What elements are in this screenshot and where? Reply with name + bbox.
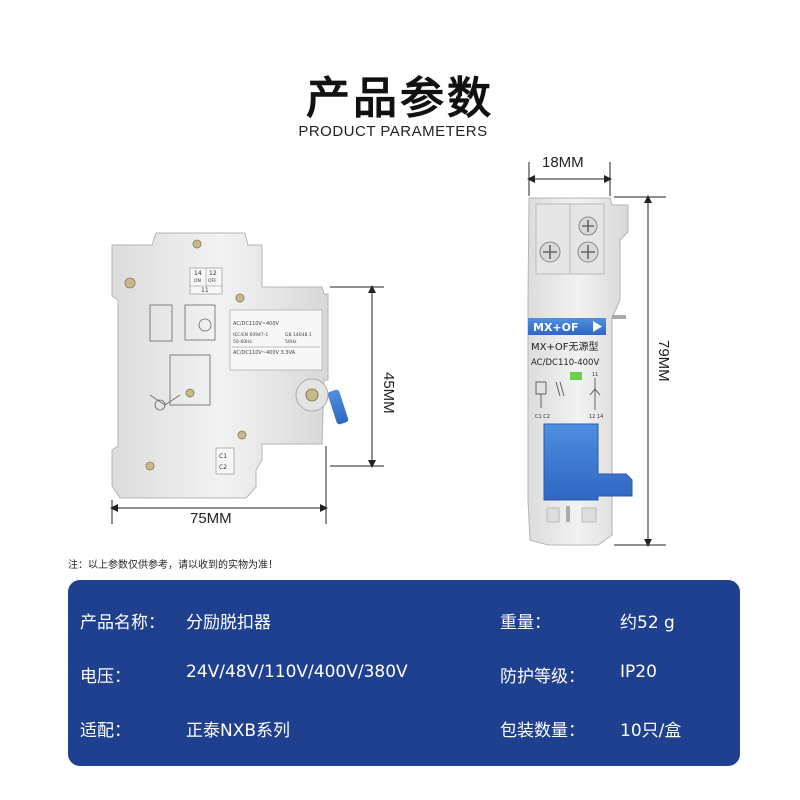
width-dimension xyxy=(110,446,328,524)
terminal-14: 14 xyxy=(194,270,202,277)
voltage-value: 24V/48V/110V/400V/380V xyxy=(186,662,408,682)
weight-value: 约52 g xyxy=(620,613,675,633)
side-label-line6: AC/DC110V~400V 3.3VA xyxy=(233,350,296,356)
name-value: 分励脱扣器 xyxy=(186,613,271,633)
terminal-c2: C2 xyxy=(219,464,227,471)
protection-value: IP20 xyxy=(620,662,657,682)
svg-text:C1 C2: C1 C2 xyxy=(535,414,550,420)
terminal-off: OFF xyxy=(208,278,217,284)
fit-value: 正泰NXB系列 xyxy=(186,721,291,741)
voltage-label: AC/DC110-400V xyxy=(531,358,599,368)
weight-label: 重量： xyxy=(500,613,551,633)
side-width-dim-label: 18MM xyxy=(542,154,584,171)
side-width-dimension xyxy=(527,162,612,196)
fit-label: 适配： xyxy=(80,721,131,741)
side-label-line1: AC/DC110V~400V xyxy=(233,321,280,327)
protection-label: 防护等级： xyxy=(500,667,585,687)
svg-text:11: 11 xyxy=(592,372,598,378)
page-subtitle: PRODUCT PARAMETERS xyxy=(298,123,488,140)
voltage-label: 电压： xyxy=(80,667,131,687)
height-dimension xyxy=(330,285,384,468)
disclaimer-note: 注：以上参数仅供参考，请以收到的实物为准！ xyxy=(68,560,278,571)
side-view-device: AC/DC110V~400V IEC/EN 60947-1 50-60Hz GB… xyxy=(111,232,349,499)
side-label-line4: GB 14048.1 xyxy=(285,332,312,338)
terminal-11: 11 xyxy=(201,287,209,294)
svg-text:12 14: 12 14 xyxy=(589,414,603,420)
side-label-line5: 50Hz xyxy=(285,339,297,345)
page-title: 产品参数 xyxy=(306,73,494,124)
height-dim-label: 45MM xyxy=(380,372,397,414)
model-label: MX+OF无源型 xyxy=(531,340,598,353)
name-label: 产品名称： xyxy=(80,613,165,633)
side-label-line2: IEC/EN 60947-1 xyxy=(233,332,268,338)
terminal-12: 12 xyxy=(209,270,217,277)
product-illustration: AC/DC110V~400V IEC/EN 60947-1 50-60Hz GB… xyxy=(110,162,666,547)
terminal-on: ON xyxy=(194,278,201,284)
terminal-c1: C1 xyxy=(219,453,227,460)
width-dim-label: 75MM xyxy=(190,510,232,527)
spec-panel: 产品名称： 分励脱扣器 重量： 约52 g 电压： 24V/48V/110V/4… xyxy=(68,580,740,766)
package-label: 包装数量： xyxy=(500,721,585,741)
side-height-dim-label: 79MM xyxy=(655,340,672,382)
side-label-line3: 50-60Hz xyxy=(233,339,252,345)
package-value: 10只/盒 xyxy=(620,721,682,741)
front-view-device: MX+OF MX+OF无源型 AC/DC110-400V 11 12 14 C1… xyxy=(527,197,633,546)
side-height-dimension xyxy=(614,195,666,547)
badge-label: MX+OF xyxy=(533,321,579,334)
